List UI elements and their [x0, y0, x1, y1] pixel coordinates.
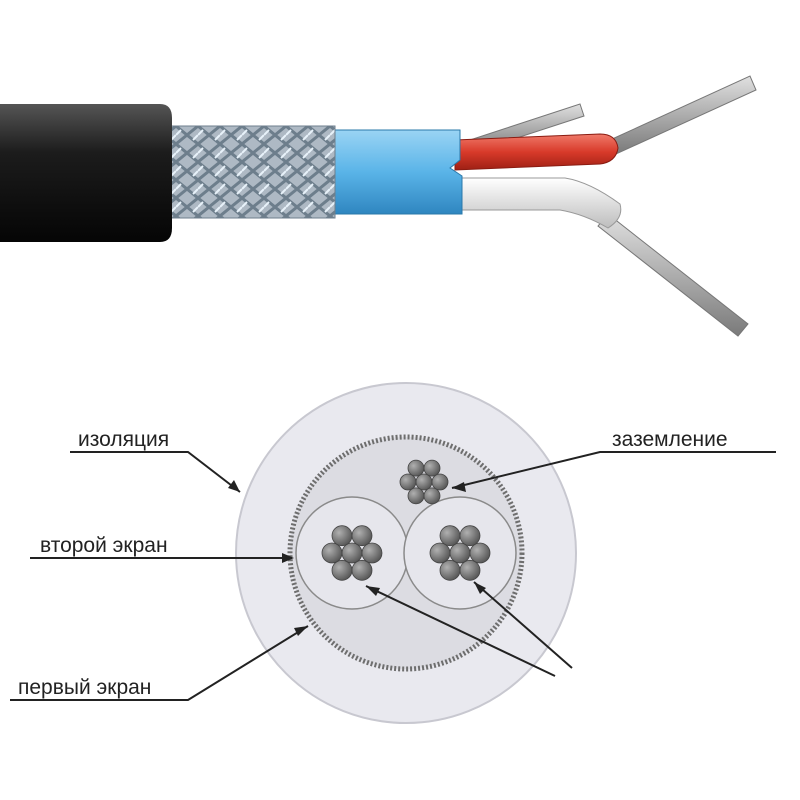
right-core-strand	[459, 525, 481, 547]
right-core-strand	[459, 559, 481, 581]
ground-strand	[407, 487, 425, 505]
label-first-shield: первый экран	[18, 676, 151, 699]
left-core-strand	[331, 525, 353, 547]
leader-arrowheads	[228, 480, 486, 636]
left-core-strand	[361, 542, 383, 564]
left-core-strand	[351, 559, 373, 581]
ground-strand	[423, 487, 441, 505]
ground-leader	[451, 451, 776, 489]
ground-strand	[431, 473, 449, 491]
ground-strand	[399, 473, 417, 491]
left-core-strand	[341, 542, 363, 564]
insulation-leader	[70, 451, 241, 493]
cable-side-view	[0, 75, 757, 337]
label-ground: заземление	[612, 428, 728, 451]
right-core-strand	[449, 542, 471, 564]
right-core-strand	[429, 542, 451, 564]
leader-lines	[10, 451, 776, 701]
red-core	[454, 133, 619, 171]
first-shield-leader	[10, 625, 309, 701]
right-core-strand	[439, 559, 461, 581]
left-core-strand	[321, 542, 343, 564]
white-core-wire	[597, 213, 749, 337]
cable-cross-section	[235, 382, 577, 724]
ground-strand	[423, 459, 441, 477]
braid-shield	[164, 125, 336, 219]
core-leader-right	[473, 581, 573, 669]
ground-strand	[415, 473, 433, 491]
ground-strands	[399, 459, 449, 505]
foil-shield	[329, 129, 463, 215]
core-leader-left	[365, 585, 556, 677]
white-core	[454, 177, 622, 229]
right-core-strands	[429, 525, 491, 581]
red-core-wire	[609, 75, 757, 155]
left-core-strand	[351, 525, 373, 547]
label-second-shield: второй экран	[40, 534, 168, 557]
left-core-strands	[321, 525, 383, 581]
label-insulation: изоляция	[78, 428, 169, 451]
ground-strand	[407, 459, 425, 477]
left-core-strand	[331, 559, 353, 581]
right-core-strand	[439, 525, 461, 547]
outer-jacket	[0, 104, 172, 242]
right-core-strand	[469, 542, 491, 564]
